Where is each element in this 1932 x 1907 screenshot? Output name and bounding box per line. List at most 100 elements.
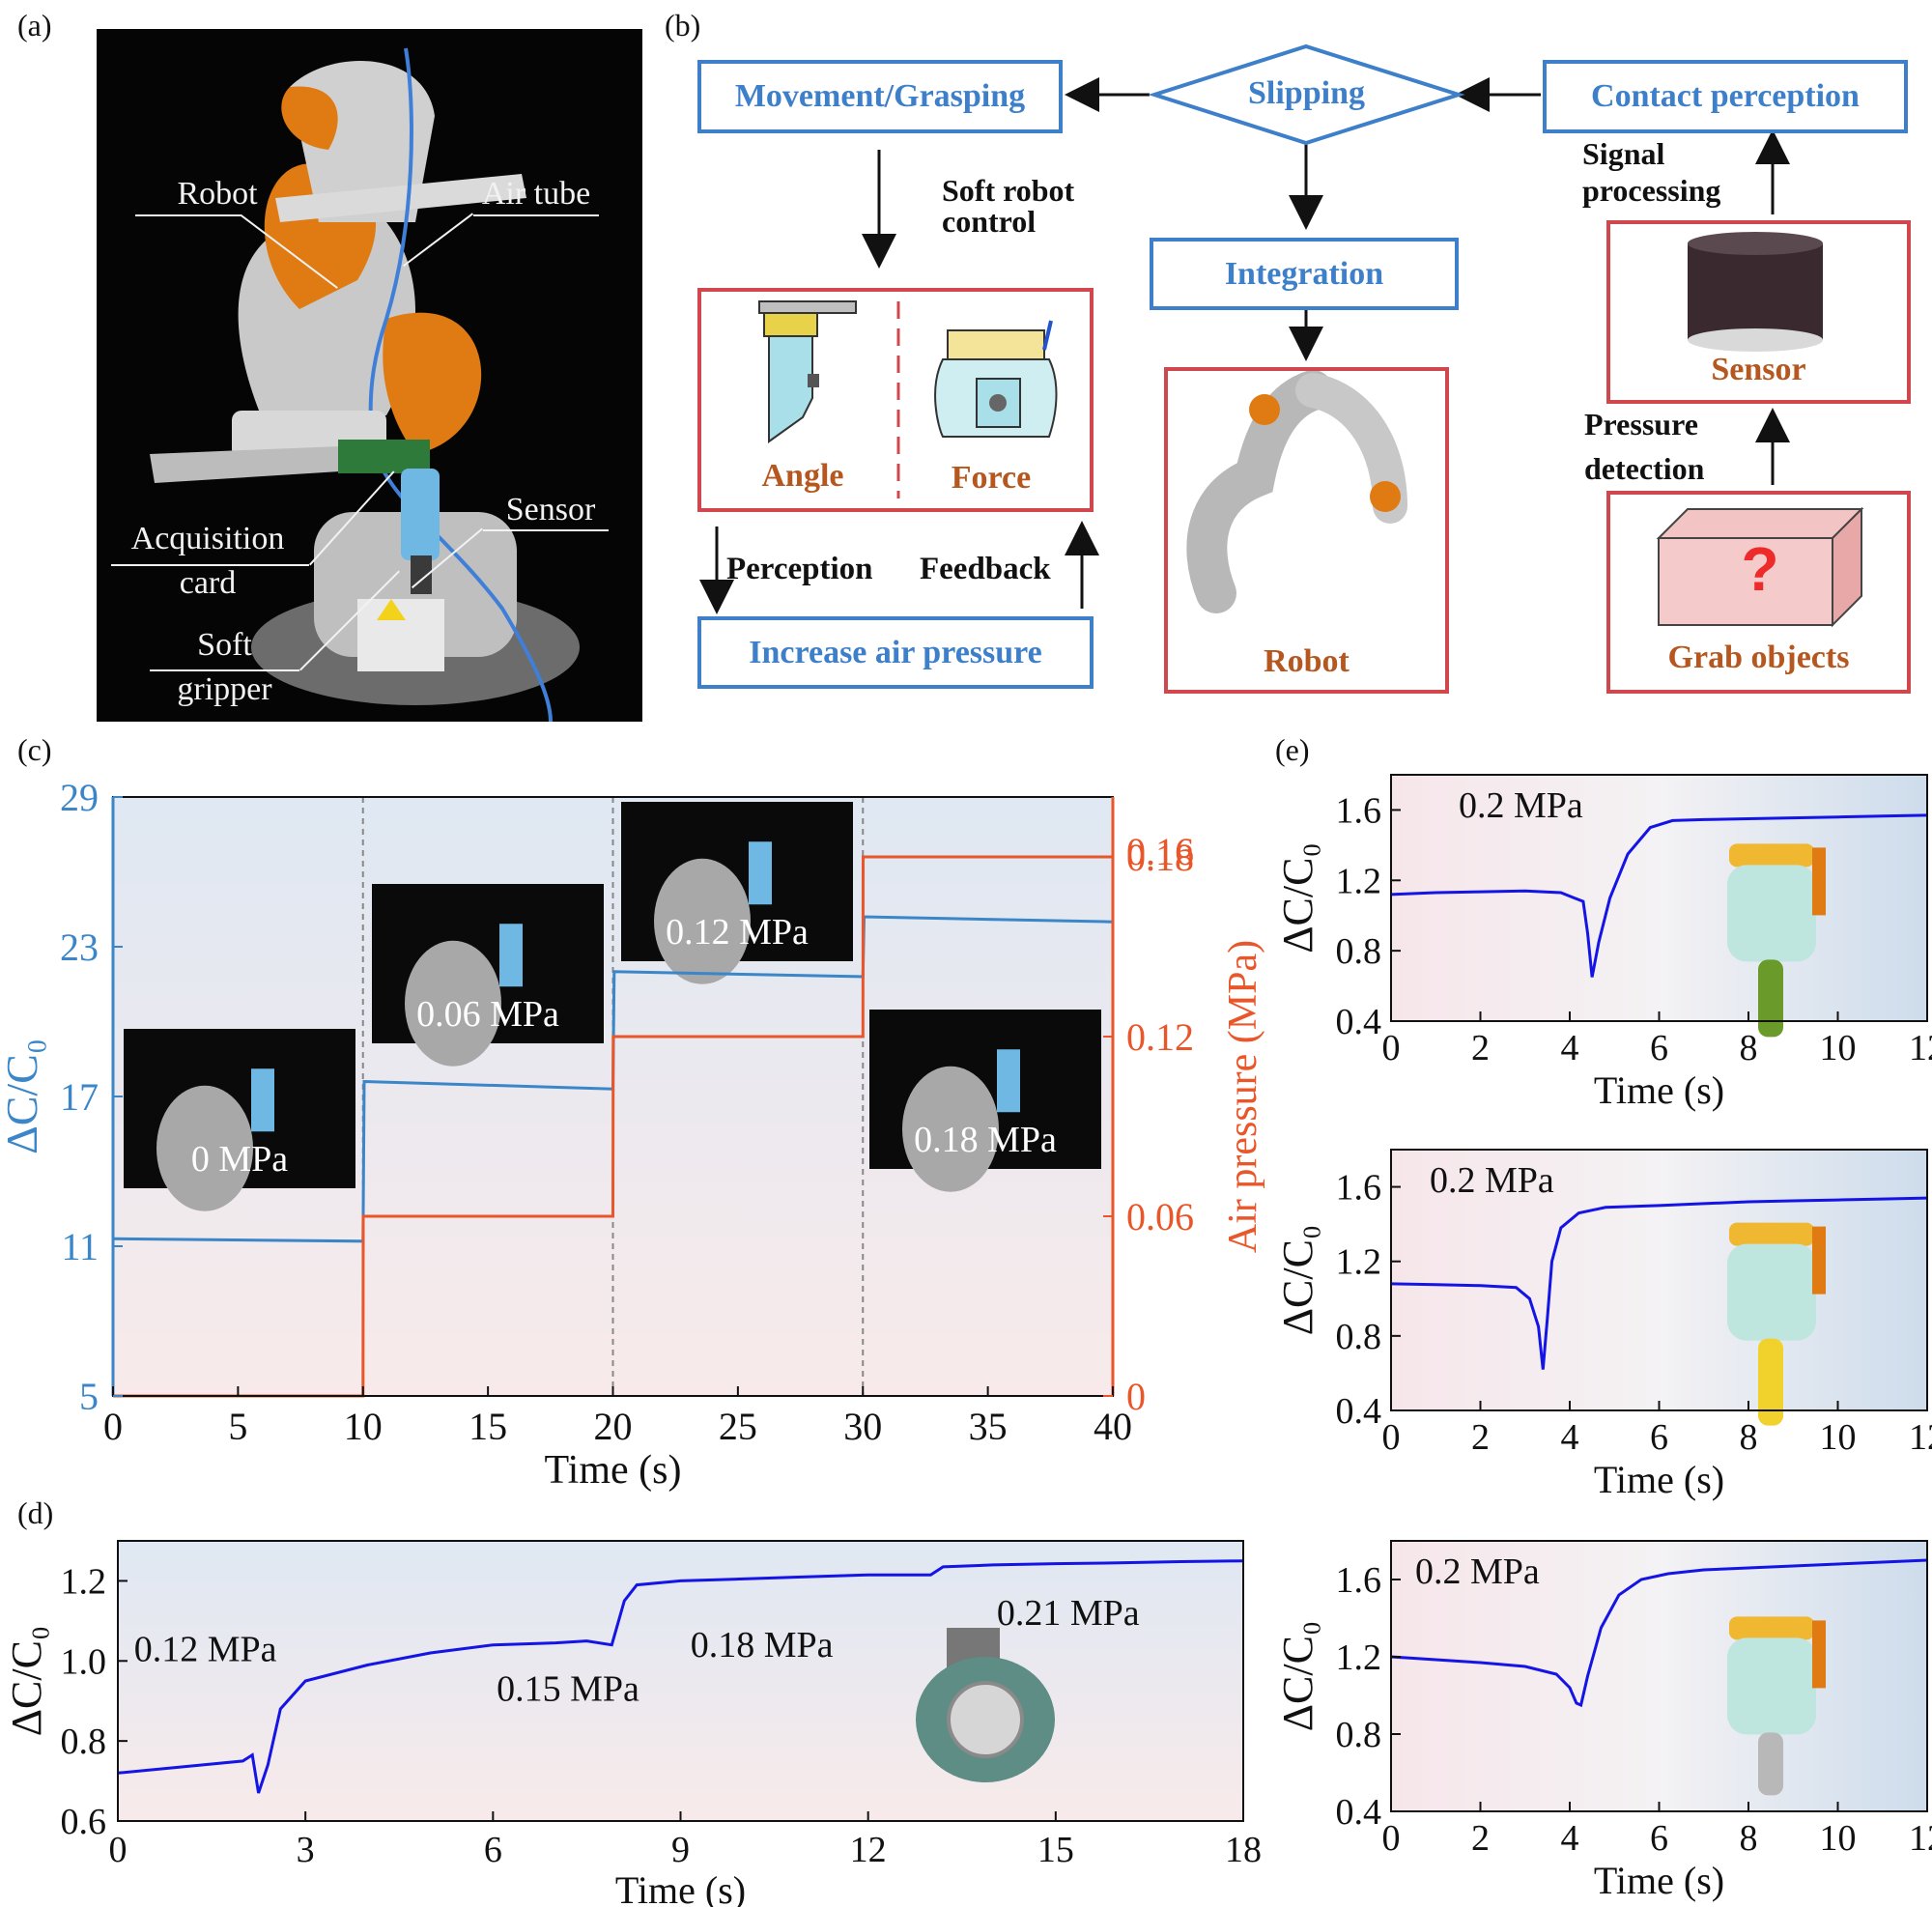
- inset-gripper-side: [1812, 1620, 1826, 1689]
- y-tick-label: 11: [61, 1225, 99, 1268]
- slipping-diamond: [1148, 43, 1465, 146]
- inset-gripper-body: [1727, 1243, 1816, 1341]
- pressure-detection-label: Pressure detection: [1584, 402, 1704, 491]
- signal-processing-label: Signal processing: [1582, 135, 1720, 209]
- inset-gripper-shape: [749, 841, 772, 905]
- x-tick-label: 4: [1561, 1818, 1579, 1859]
- y-tick-label: 1.2: [61, 1561, 107, 1602]
- x-tick-label: 18: [1225, 1830, 1262, 1870]
- robot-orange-shell-lower: [383, 312, 482, 454]
- x-tick-label: 6: [1650, 1417, 1668, 1458]
- pressure-detection-line2: detection: [1584, 451, 1705, 486]
- x-tick-label: 15: [1037, 1830, 1074, 1870]
- y-tick-label: 1.6: [1336, 1168, 1382, 1209]
- inset-grasped-object: [1758, 1338, 1783, 1426]
- panel-label-e: (e): [1275, 732, 1310, 767]
- inset-pressure-label: 0.12 MPa: [666, 912, 809, 953]
- angle-sensor-chip: [808, 374, 819, 387]
- warning-sign: [377, 599, 406, 620]
- x-tick-label: 4: [1561, 1028, 1579, 1068]
- inset-gripper-body: [1727, 865, 1816, 962]
- inset-gripper-cap: [1729, 1616, 1814, 1640]
- x-tick-label: 10: [1820, 1818, 1857, 1859]
- x-tick-label: 2: [1471, 1028, 1490, 1068]
- plot-background: [1391, 1150, 1927, 1410]
- label-sensor: Sensor: [505, 492, 596, 527]
- x-tick-label: 8: [1740, 1818, 1758, 1859]
- inset-pressure-label: 0 MPa: [191, 1139, 288, 1180]
- robot-mini-joint-2: [1370, 481, 1401, 512]
- y2-tick-label: 0.18: [1126, 836, 1194, 879]
- y-tick-label: 0.8: [1336, 1317, 1382, 1357]
- inset-gripper-shape: [997, 1049, 1020, 1113]
- x-tick-label: 0: [109, 1830, 128, 1870]
- angle-top-plate: [758, 300, 857, 314]
- plot-background: [1391, 1541, 1927, 1811]
- y-tick-label: 1.2: [1336, 861, 1382, 901]
- soft-robot-control-label: Soft robot control: [942, 172, 1074, 240]
- angle-clamp: [763, 312, 818, 337]
- grab-objects-box: ? Grab objects: [1606, 491, 1911, 694]
- panel-label-a: (a): [17, 8, 52, 43]
- y-tick-label: 0.6: [61, 1802, 107, 1842]
- inset-pressure-label: 0.06 MPa: [416, 994, 559, 1035]
- y-tick-label: 23: [60, 925, 99, 969]
- question-mark: ?: [1741, 534, 1779, 604]
- capacitance-line: [1390, 1196, 1928, 1370]
- pressure-annotation: 0.2 MPa: [1430, 1160, 1554, 1201]
- x-tick-label: 0: [1382, 1028, 1401, 1068]
- panel-label-d: (d): [17, 1495, 54, 1530]
- y-axis-label: ΔC/C₀: [0, 1039, 46, 1154]
- y-axis-label: ΔC/C₀: [1274, 842, 1321, 954]
- perception-label: Perception: [726, 552, 873, 586]
- label-acquisition-card: Acquisition card: [111, 517, 304, 606]
- capacitance-line: [1390, 1558, 1928, 1708]
- flow-arrows: [699, 43, 1790, 614]
- x-tick-label: 12: [1909, 1417, 1932, 1458]
- x-tick-label: 6: [1650, 1028, 1668, 1068]
- x-tick-label: 0: [1382, 1417, 1401, 1458]
- y-tick-label: 0.4: [1336, 1792, 1382, 1833]
- x-tick-label: 25: [719, 1405, 757, 1448]
- y-tick-label: 29: [60, 776, 99, 819]
- sensor-illustration: [1688, 232, 1823, 352]
- force-tube: [1042, 320, 1053, 351]
- x-axis-label: Time (s): [1594, 1458, 1724, 1501]
- y-tick-label: 1.0: [61, 1641, 107, 1682]
- x-tick-label: 6: [484, 1830, 502, 1870]
- x-tick-label: 8: [1740, 1028, 1758, 1068]
- x-tick-label: 20: [594, 1405, 633, 1448]
- inset-robot-shape: [156, 1085, 253, 1211]
- x-tick-label: 6: [1650, 1818, 1668, 1859]
- sensor-top: [1688, 232, 1823, 255]
- robot-box-illustration: [1186, 370, 1407, 613]
- x-tick-label: 4: [1561, 1417, 1579, 1458]
- inset-robot-shape: [902, 1066, 999, 1192]
- y-tick-label: 0.8: [1336, 931, 1382, 972]
- robot-mini-arm: [1186, 370, 1333, 613]
- y-tick-label: 0.8: [61, 1722, 107, 1762]
- robot-photo: Robot Air tube Sensor Acquisition card S…: [97, 29, 642, 722]
- air-pressure-line: [113, 855, 1113, 1398]
- y-axis-label: ΔC/C₀: [3, 1626, 50, 1737]
- y-axis-label: ΔC/C₀: [1274, 1225, 1321, 1336]
- cube-front: [1658, 537, 1833, 626]
- label-soft-gripper-line1: Soft: [197, 627, 252, 663]
- signal-processing-line1: Signal: [1582, 136, 1665, 171]
- x-tick-label: 40: [1094, 1405, 1132, 1448]
- y2-axis-label: Air pressure (MPa): [1221, 940, 1265, 1253]
- feedback-label: Feedback: [920, 552, 1051, 586]
- pressure-annotation: 0.12 MPa: [134, 1629, 277, 1669]
- robot-orange-shell-top: [281, 86, 338, 150]
- robot-box: Robot: [1164, 367, 1449, 694]
- y-tick-label: 1.6: [1336, 790, 1382, 831]
- grab-objects-illustration: [1656, 506, 1864, 628]
- y-tick-label: 0.4: [1336, 1002, 1382, 1042]
- x-tick-label: 0: [1382, 1818, 1401, 1859]
- inset-gripper-side: [1812, 1226, 1826, 1295]
- signal-processing-line2: processing: [1582, 173, 1721, 208]
- acquisition-card-board: [338, 440, 430, 473]
- x-tick-label: 15: [469, 1405, 507, 1448]
- x-axis-label: Time (s): [1594, 1068, 1724, 1112]
